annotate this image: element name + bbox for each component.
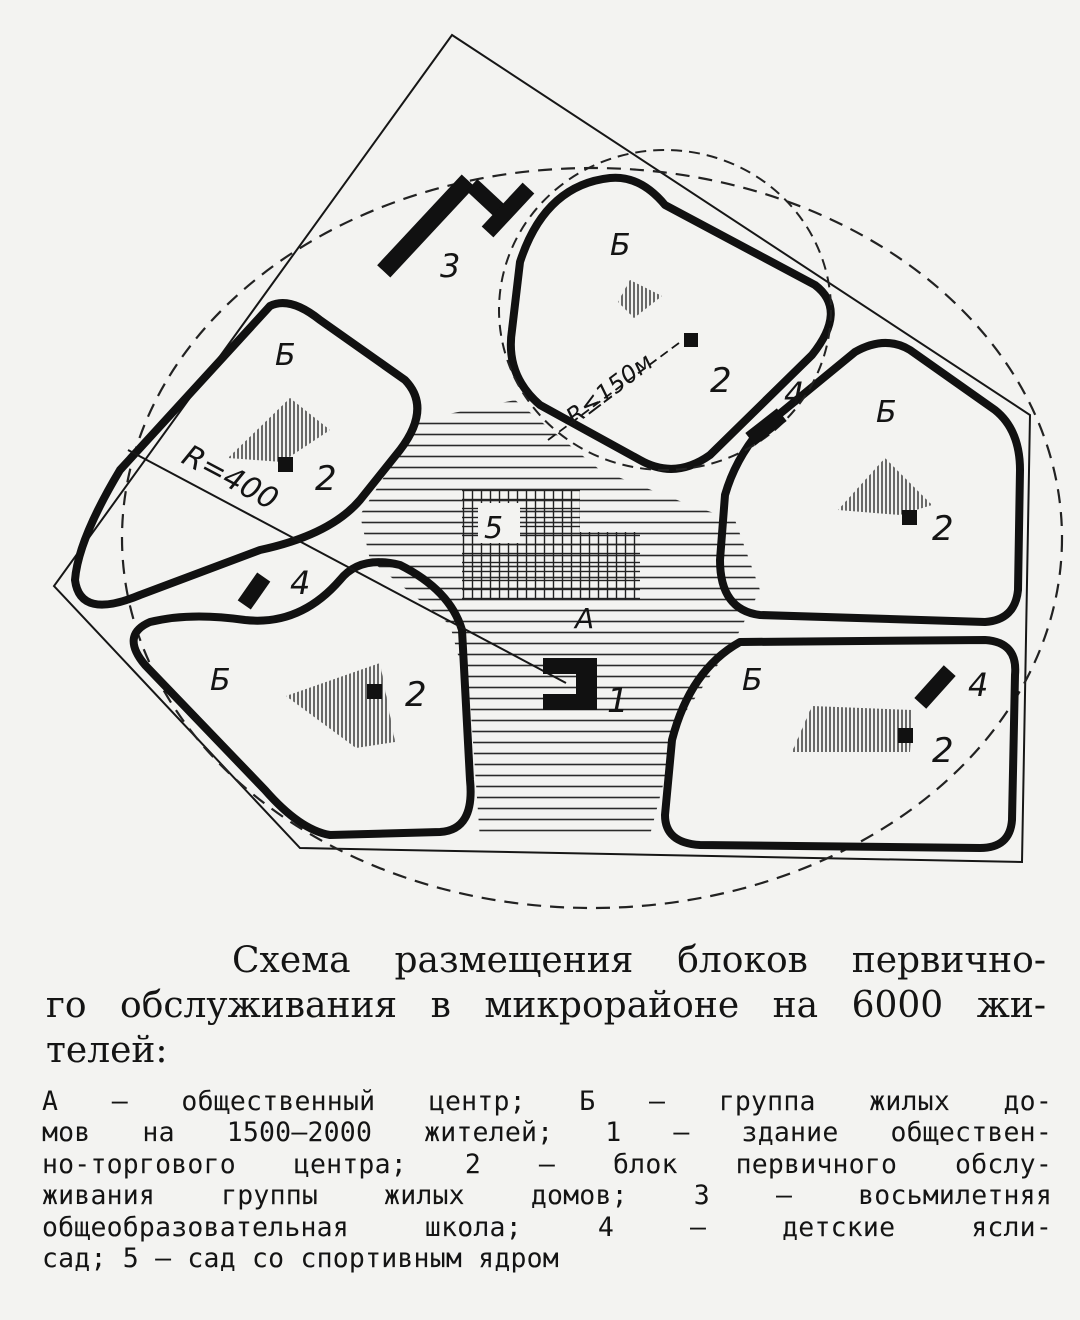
- label-kindergarten-bottom-right: 4: [968, 666, 988, 704]
- legend-line: общеобразовательная школа; 4 — детские я…: [42, 1211, 1052, 1243]
- residential-group-outline-bottom-left: [129, 558, 475, 839]
- label-block-right: 2: [932, 509, 954, 549]
- school-building: [377, 174, 535, 278]
- caption-line: телей:: [46, 1030, 168, 1071]
- house-group-hatch-bottom-left: [286, 663, 395, 748]
- kindergarten-bottom-right: [914, 665, 956, 709]
- label-radius-small: R≤150м: [561, 348, 658, 431]
- legend-line: А — общественный центр; Б — группа жилых…: [42, 1086, 1052, 1117]
- label-kindergarten-left: 4: [290, 564, 310, 602]
- label-block-bottom-left: 2: [405, 675, 427, 715]
- kindergarten-left: [237, 572, 271, 610]
- house-group-hatch-top: [618, 280, 662, 318]
- legend-line: сад; 5 — сад со спортивным ядром: [42, 1243, 559, 1275]
- label-group-bottom-right: Б: [742, 663, 763, 698]
- legend-line: мов на 1500—2000 жителей; 1 — здание общ…: [42, 1117, 1052, 1149]
- legend-line: но-торгового центра; 2 — блок первичного…: [42, 1148, 1052, 1180]
- house-group-hatch-right: [838, 458, 932, 515]
- label-block-left: 2: [315, 459, 337, 499]
- center-building: [543, 658, 597, 710]
- label-school: 3: [440, 247, 460, 285]
- figure-legend: А — общественный центр; Б — группа жилых…: [42, 1086, 1052, 1274]
- service-block-left: [278, 457, 293, 472]
- residential-group-outline-top: [506, 173, 835, 473]
- legend-line: живания группы жилых домов; 3 — восьмиле…: [42, 1180, 1052, 1212]
- label-center-building: 1: [607, 681, 629, 721]
- service-block-right: [902, 510, 917, 525]
- label-block-bottom-right: 2: [932, 731, 954, 771]
- house-group-hatch-left: [228, 398, 330, 462]
- label-center: А: [573, 602, 594, 635]
- label-group-left: Б: [275, 338, 296, 373]
- radius-line-small: [547, 339, 684, 441]
- kindergarten-top: [745, 408, 787, 446]
- residential-group-outline-bottom-right: [661, 636, 1020, 852]
- residential-group-outline-right: [716, 339, 1024, 626]
- service-block-bottom-right: [898, 728, 913, 743]
- sports-garden-label-box: [478, 503, 520, 543]
- public-center-area: [360, 400, 760, 840]
- label-block-top: 2: [710, 361, 732, 401]
- house-group-hatch-bottom-right: [792, 706, 912, 752]
- label-group-top: Б: [610, 228, 631, 263]
- figure-caption: Схема размещения блоков первично- го обс…: [46, 938, 1046, 1073]
- caption-line: го обслуживания в микрорайоне на 6000 жи…: [46, 985, 1046, 1026]
- label-garden: 5: [484, 511, 503, 546]
- label-group-right: Б: [876, 395, 897, 430]
- microdistrict-diagram: Б Б Б Б Б А 5 2 2 2 2 2 1 3 4 4 4 R=400 …: [52, 33, 1064, 910]
- caption-line: Схема размещения блоков первично-: [232, 940, 1046, 981]
- service-block-top: [684, 333, 698, 347]
- label-kindergarten-top: 4: [784, 375, 804, 413]
- radius-line-large: [127, 449, 567, 684]
- site-boundary: [52, 33, 1032, 864]
- service-block-bottom-left: [367, 684, 382, 699]
- label-group-bottom-left: Б: [210, 663, 231, 698]
- service-radius-circle-large: [120, 166, 1064, 910]
- service-radius-circle-small: [498, 149, 832, 471]
- residential-group-outline-left: [71, 299, 422, 609]
